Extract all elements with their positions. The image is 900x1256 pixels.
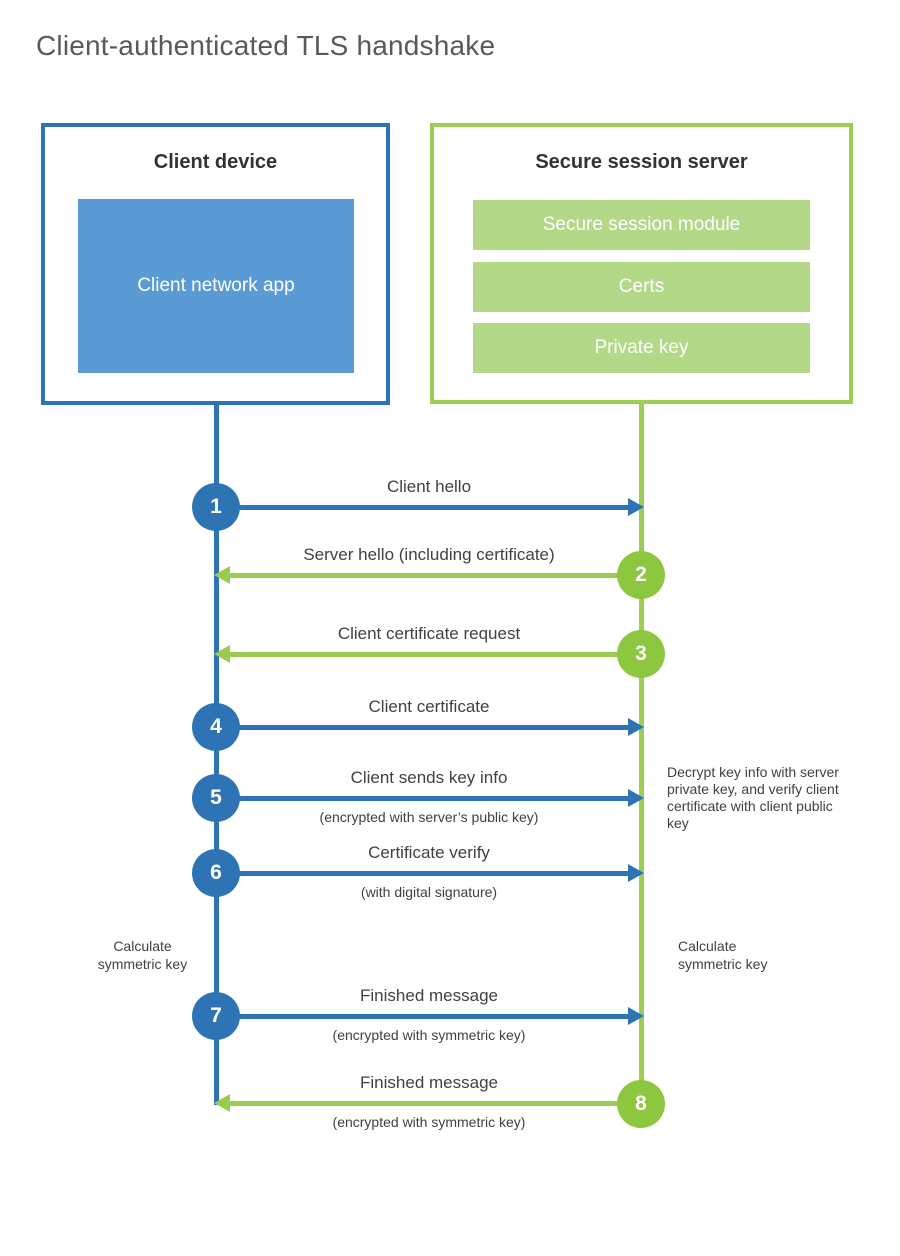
- server-module-private-key: Private key: [473, 323, 810, 373]
- arrow-right-icon: [628, 864, 644, 882]
- arrow-right-icon: [628, 498, 644, 516]
- message-label: Client sends key info: [350, 768, 508, 787]
- message-sublabel: (encrypted with symmetric key): [332, 1027, 526, 1043]
- client-device-title: Client device: [153, 151, 278, 173]
- message-arrow-line: [216, 505, 628, 510]
- step-circle-1: 1: [192, 483, 240, 531]
- message-label: Client certificate request: [337, 624, 521, 643]
- message-label: Client hello: [386, 477, 472, 496]
- page-title: Client-authenticated TLS handshake: [36, 30, 496, 61]
- arrow-right-icon: [628, 1007, 644, 1025]
- step-circle-6: 6: [192, 849, 240, 897]
- arrow-left-icon: [214, 645, 230, 663]
- server-module-certs: Certs: [473, 262, 810, 312]
- server-module-secure-session: Secure session module: [473, 200, 810, 250]
- step-circle-2: 2: [617, 551, 665, 599]
- message-sublabel: (encrypted with symmetric key): [332, 1114, 526, 1130]
- message-arrow-line: [230, 652, 641, 657]
- message-sublabel: (with digital signature): [360, 884, 498, 900]
- message-label: Certificate verify: [368, 843, 490, 862]
- message-label: Server hello (including certificate): [303, 545, 555, 564]
- message-arrow-line: [216, 871, 628, 876]
- message-label: Client certificate: [368, 697, 490, 716]
- message-label: Finished message: [360, 1073, 498, 1092]
- step-circle-3: 3: [617, 630, 665, 678]
- calculate-symmetric-key-left: Calculate symmetric key: [97, 938, 188, 972]
- server-lifeline: [639, 404, 644, 1103]
- message-sublabel: (encrypted with server’s public key): [319, 809, 539, 825]
- arrow-right-icon: [628, 789, 644, 807]
- message-arrow-line: [216, 725, 628, 730]
- client-lifeline: [214, 405, 219, 1105]
- secure-session-server-title: Secure session server: [535, 151, 748, 173]
- message-arrow-line: [230, 1101, 641, 1106]
- decrypt-key-note: Decrypt key info with server private key…: [667, 764, 839, 831]
- step-circle-8: 8: [617, 1080, 665, 1128]
- arrow-left-icon: [214, 1094, 230, 1112]
- message-arrow-line: [216, 796, 628, 801]
- calculate-symmetric-key-right: Calculate symmetric key: [678, 938, 768, 972]
- arrow-left-icon: [214, 566, 230, 584]
- arrow-right-icon: [628, 718, 644, 736]
- message-arrow-line: [230, 573, 641, 578]
- client-network-app-box: Client network app: [78, 199, 354, 373]
- step-circle-7: 7: [192, 992, 240, 1040]
- message-label: Finished message: [360, 986, 498, 1005]
- step-circle-5: 5: [192, 774, 240, 822]
- step-circle-4: 4: [192, 703, 240, 751]
- message-arrow-line: [216, 1014, 628, 1019]
